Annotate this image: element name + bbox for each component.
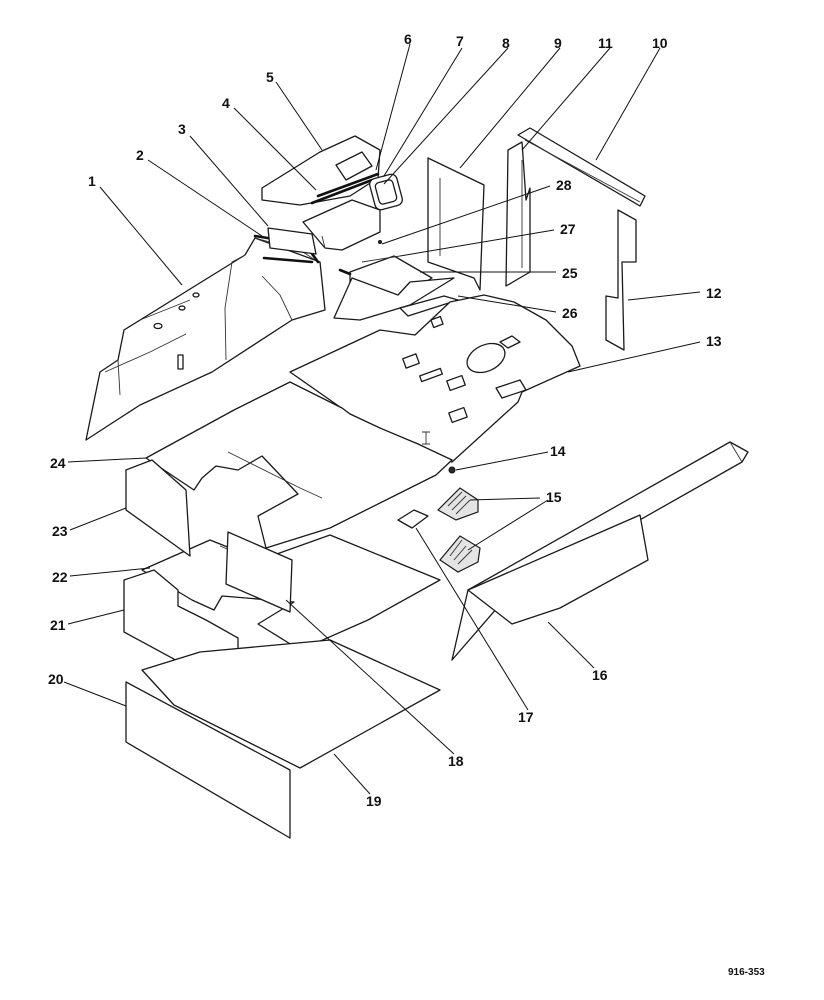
callout-25: 25 — [562, 265, 578, 281]
callout-11: 11 — [598, 35, 613, 51]
callout-19: 19 — [366, 793, 382, 809]
callout-17: 17 — [518, 709, 534, 725]
callout-22: 22 — [52, 569, 68, 585]
callout-15: 15 — [546, 489, 562, 505]
callout-26: 26 — [562, 305, 578, 321]
part-9-vertical-panel — [427, 157, 485, 291]
callout-20: 20 — [48, 671, 64, 687]
part-25-28-insulation — [333, 240, 459, 321]
callout-21: 21 — [50, 617, 66, 633]
leader-lines — [63, 43, 701, 795]
callout-1: 1 — [88, 173, 96, 189]
callout-18: 18 — [448, 753, 464, 769]
callout-2: 2 — [136, 147, 144, 163]
part-10-top-strip — [517, 127, 646, 207]
part-15-boots — [437, 487, 481, 573]
callout-4: 4 — [222, 95, 230, 111]
part-23-riser-top — [125, 459, 191, 557]
callout-5: 5 — [266, 69, 274, 85]
callout-3: 3 — [178, 121, 186, 137]
part-11-narrow-panel — [505, 141, 531, 287]
part-20-front-board — [125, 681, 291, 839]
part-24-floor-mat-upper — [145, 381, 453, 549]
figure-reference: 916-353 — [728, 967, 765, 978]
callout-6: 6 — [404, 31, 412, 47]
part-12-right-panel — [605, 209, 637, 351]
part-14-fastener — [448, 466, 456, 474]
callout-27: 27 — [560, 221, 576, 237]
callout-13: 13 — [706, 333, 722, 349]
callout-16: 16 — [592, 667, 608, 683]
part-4-8-console-hood — [261, 135, 403, 251]
callout-8: 8 — [502, 35, 510, 51]
callout-23: 23 — [52, 523, 68, 539]
part-17-pad — [397, 509, 429, 529]
callout-7: 7 — [456, 33, 464, 49]
callout-14: 14 — [550, 443, 566, 459]
callout-10: 10 — [652, 35, 668, 51]
callout-labels: 1 2 3 4 5 6 7 8 9 10 11 12 13 14 15 16 1… — [48, 31, 722, 809]
part-16-side-strip — [451, 441, 749, 661]
callout-28: 28 — [556, 177, 572, 193]
part-1-side-panel — [85, 237, 326, 441]
part-19-floor-mat-lower — [141, 639, 441, 769]
part-18-riser — [225, 531, 293, 613]
callout-12: 12 — [706, 285, 722, 301]
part-2-3-tunnel-strips — [253, 227, 320, 264]
callout-24: 24 — [50, 455, 66, 471]
callout-9: 9 — [554, 35, 562, 51]
